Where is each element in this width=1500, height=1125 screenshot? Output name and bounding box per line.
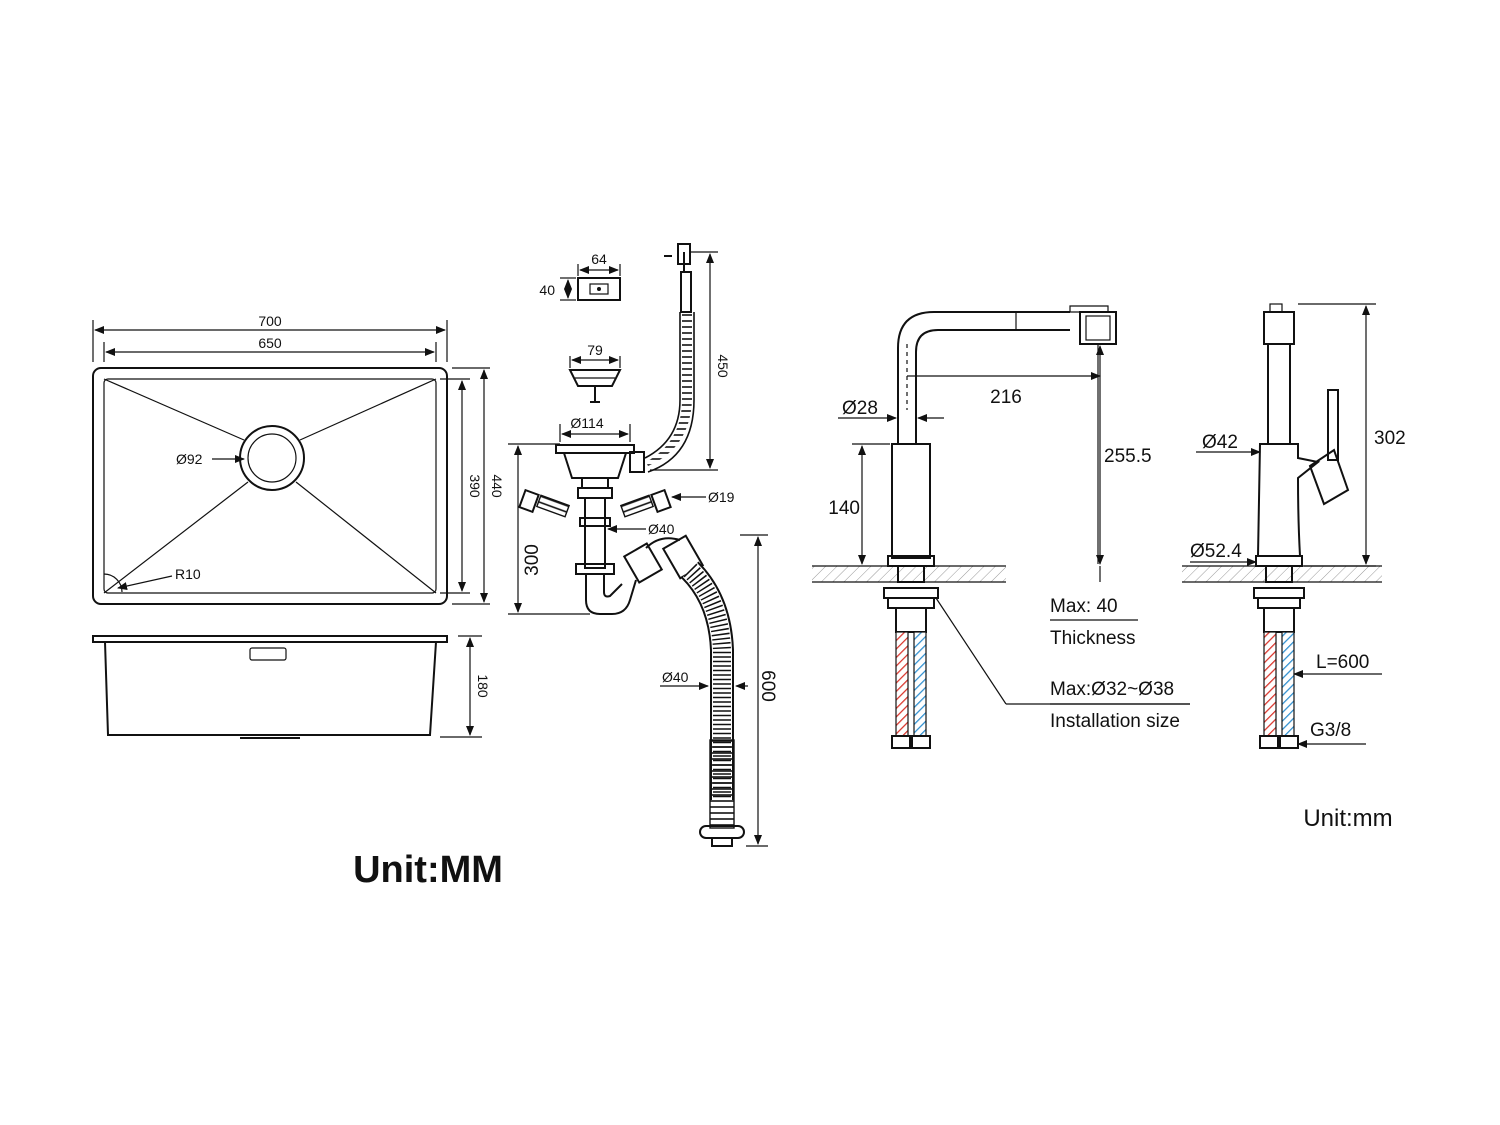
waste-hose xyxy=(660,534,768,847)
sink-top-view xyxy=(92,367,448,605)
installation-size-label: Installation size xyxy=(1050,711,1180,732)
basket-diameter: 79 xyxy=(587,342,603,358)
sink-inner-width: 650 xyxy=(258,335,282,351)
drain-body xyxy=(508,424,706,615)
overflow-hose xyxy=(644,243,718,473)
sink-bowl-height: 180 xyxy=(475,674,491,698)
faucet-side-view xyxy=(812,305,1190,749)
body-height: 140 xyxy=(828,498,860,519)
spout-height: 255.5 xyxy=(1104,446,1152,467)
thickness-label: Thickness xyxy=(1050,628,1136,649)
sink-outer-depth: 440 xyxy=(489,474,505,498)
overflow-cover xyxy=(560,264,621,301)
spout-reach: 216 xyxy=(990,387,1022,408)
sink-outer-width: 700 xyxy=(258,313,282,329)
sink-dimensions xyxy=(92,320,490,605)
trap-height: 300 xyxy=(522,544,543,576)
max-installation-size: Max:Ø32~Ø38 xyxy=(1050,679,1174,700)
trap-diameter: Ø40 xyxy=(648,521,675,537)
strainer-basket xyxy=(568,356,622,403)
faucet-body-diameter: Ø42 xyxy=(1202,432,1238,453)
overflow-hose-length: 450 xyxy=(715,354,731,378)
waste-hose-diameter: Ø40 xyxy=(662,669,689,685)
faucet-front-view xyxy=(1182,303,1382,749)
connector-diameter: Ø19 xyxy=(708,489,735,505)
faucet-total-height: 302 xyxy=(1374,428,1406,449)
hose-length: L=600 xyxy=(1316,652,1369,673)
overflow-width: 64 xyxy=(591,251,607,267)
max-thickness: Max: 40 xyxy=(1050,596,1118,617)
drain-hole-diameter: Ø92 xyxy=(176,451,203,467)
hose-thread: G3/8 xyxy=(1310,720,1351,741)
faucet-unit-label: Unit:mm xyxy=(1303,805,1392,832)
flange-diameter: Ø114 xyxy=(570,415,603,431)
waste-hose-length: 600 xyxy=(757,670,778,702)
sink-inner-depth: 390 xyxy=(467,474,483,498)
spout-diameter: Ø28 xyxy=(842,398,878,419)
sink-unit-label: Unit:MM xyxy=(353,849,503,891)
corner-radius: R10 xyxy=(175,566,201,582)
faucet-base-diameter: Ø52.4 xyxy=(1190,541,1242,562)
sink-side-view xyxy=(92,635,482,739)
overflow-height: 40 xyxy=(539,282,555,298)
